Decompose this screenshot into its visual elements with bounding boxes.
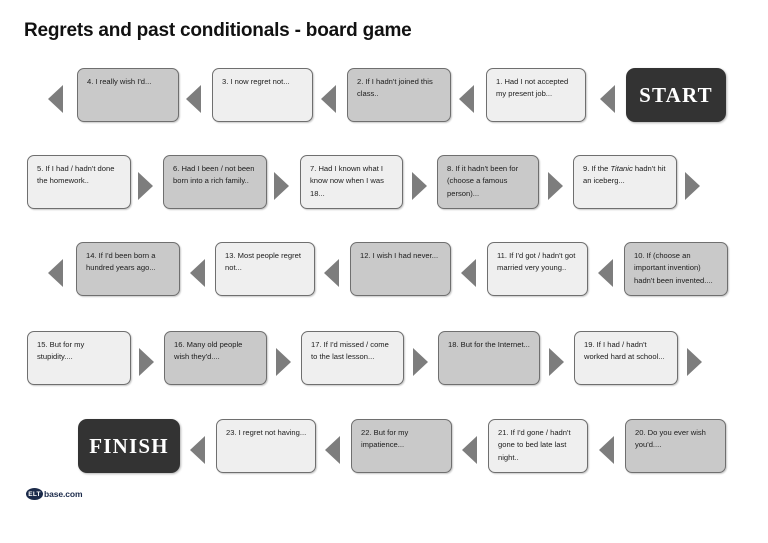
logo-text: base.com	[44, 489, 83, 499]
board-cell-4[interactable]: 4. I really wish I'd...	[77, 68, 179, 122]
board-row-2: 5. If I had / hadn't done the homework..…	[0, 155, 768, 217]
board-cell-12[interactable]: 12. I wish I had never...	[350, 242, 451, 296]
flow-arrow-left-icon	[598, 259, 613, 287]
flow-arrow-right-icon	[548, 172, 563, 200]
board-cell-13[interactable]: 13. Most people regret not...	[215, 242, 315, 296]
flow-arrow-right-icon	[274, 172, 289, 200]
flow-arrow-left-icon	[48, 85, 63, 113]
flow-arrow-left-icon	[600, 85, 615, 113]
board-cell-5[interactable]: 5. If I had / hadn't done the homework..	[27, 155, 131, 209]
flow-arrow-left-icon	[324, 259, 339, 287]
board-cell-10[interactable]: 10. If (choose an important invention) h…	[624, 242, 728, 296]
flow-arrow-left-icon	[325, 436, 340, 464]
board-cell-22[interactable]: 22. But for my impatience...	[351, 419, 452, 473]
board-cell-11[interactable]: 11. If I'd got / hadn't got married very…	[487, 242, 588, 296]
board-row-5: FINISH 23. I regret not having... 22. Bu…	[0, 419, 768, 481]
flow-arrow-right-icon	[412, 172, 427, 200]
flow-arrow-left-icon	[459, 85, 474, 113]
start-block[interactable]: START	[626, 68, 726, 122]
flow-arrow-right-icon	[413, 348, 428, 376]
board-row-1: 4. I really wish I'd... 3. I now regret …	[0, 68, 768, 130]
board-cell-2[interactable]: 2. If I hadn't joined this class..	[347, 68, 451, 122]
flow-arrow-right-icon	[549, 348, 564, 376]
page-title: Regrets and past conditionals - board ga…	[24, 20, 412, 41]
board-cell-6[interactable]: 6. Had I been / not been born into a ric…	[163, 155, 267, 209]
board-cell-1[interactable]: 1. Had I not accepted my present job...	[486, 68, 586, 122]
board-cell-19[interactable]: 19. If I had / hadn't worked hard at sch…	[574, 331, 678, 385]
eltbase-logo[interactable]: ELT base.com	[26, 487, 83, 501]
flow-arrow-right-icon	[685, 172, 700, 200]
board-cell-9-text: 9. If the Titanic hadn't hit an iceberg.…	[583, 164, 666, 186]
board-cell-7[interactable]: 7. Had I known what I know now when I wa…	[300, 155, 403, 209]
flow-arrow-right-icon	[138, 172, 153, 200]
board-cell-21[interactable]: 21. If I'd gone / hadn't gone to bed lat…	[488, 419, 588, 473]
board-cell-16[interactable]: 16. Many old people wish they'd....	[164, 331, 267, 385]
board-cell-17[interactable]: 17. If I'd missed / come to the last les…	[301, 331, 404, 385]
flow-arrow-left-icon	[190, 436, 205, 464]
logo-badge-icon: ELT	[26, 488, 43, 500]
board-cell-8[interactable]: 8. If it hadn't been for (choose a famou…	[437, 155, 539, 209]
board-cell-18[interactable]: 18. But for the Internet...	[438, 331, 540, 385]
board-cell-9[interactable]: 9. If the Titanic hadn't hit an iceberg.…	[573, 155, 677, 209]
board-row-4: 15. But for my stupidity.... 16. Many ol…	[0, 331, 768, 393]
board-row-3: 14. If I'd been born a hundred years ago…	[0, 242, 768, 304]
finish-block[interactable]: FINISH	[78, 419, 180, 473]
board-cell-20[interactable]: 20. Do you ever wish you'd....	[625, 419, 726, 473]
board-cell-14[interactable]: 14. If I'd been born a hundred years ago…	[76, 242, 180, 296]
flow-arrow-left-icon	[190, 259, 205, 287]
titanic-italic: Titanic	[610, 164, 633, 173]
flow-arrow-left-icon	[461, 259, 476, 287]
flow-arrow-right-icon	[139, 348, 154, 376]
board-cell-3[interactable]: 3. I now regret not...	[212, 68, 313, 122]
flow-arrow-right-icon	[687, 348, 702, 376]
board-cell-23[interactable]: 23. I regret not having...	[216, 419, 316, 473]
flow-arrow-right-icon	[276, 348, 291, 376]
flow-arrow-left-icon	[186, 85, 201, 113]
flow-arrow-left-icon	[48, 259, 63, 287]
flow-arrow-left-icon	[462, 436, 477, 464]
flow-arrow-left-icon	[321, 85, 336, 113]
board-cell-15[interactable]: 15. But for my stupidity....	[27, 331, 131, 385]
flow-arrow-left-icon	[599, 436, 614, 464]
